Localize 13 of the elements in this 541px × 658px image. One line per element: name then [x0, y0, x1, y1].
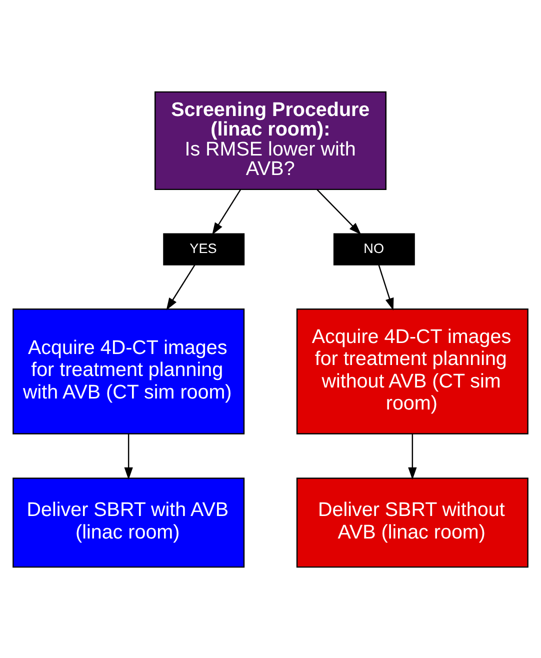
node-box: YES [163, 232, 245, 265]
arrow [316, 188, 362, 234]
node-box: Screening Procedure (linac room): Is RMSE lower with AVB? [154, 90, 386, 190]
arrow [408, 434, 417, 480]
arrow [124, 434, 133, 480]
node-box: NO [333, 232, 415, 265]
arrow [378, 264, 394, 310]
node-box: Deliver SBRT with AVB (linac room) [12, 477, 245, 568]
node-box: Acquire 4D-CT images for treatment planning without AVB (CT sim room) [296, 308, 528, 434]
arrow [212, 188, 242, 234]
node-box: Acquire 4D-CT images for treatment planning with AVB (CT sim room) [12, 308, 245, 434]
arrow [166, 264, 196, 310]
node-box: Deliver SBRT without AVB (linac room) [296, 477, 528, 568]
